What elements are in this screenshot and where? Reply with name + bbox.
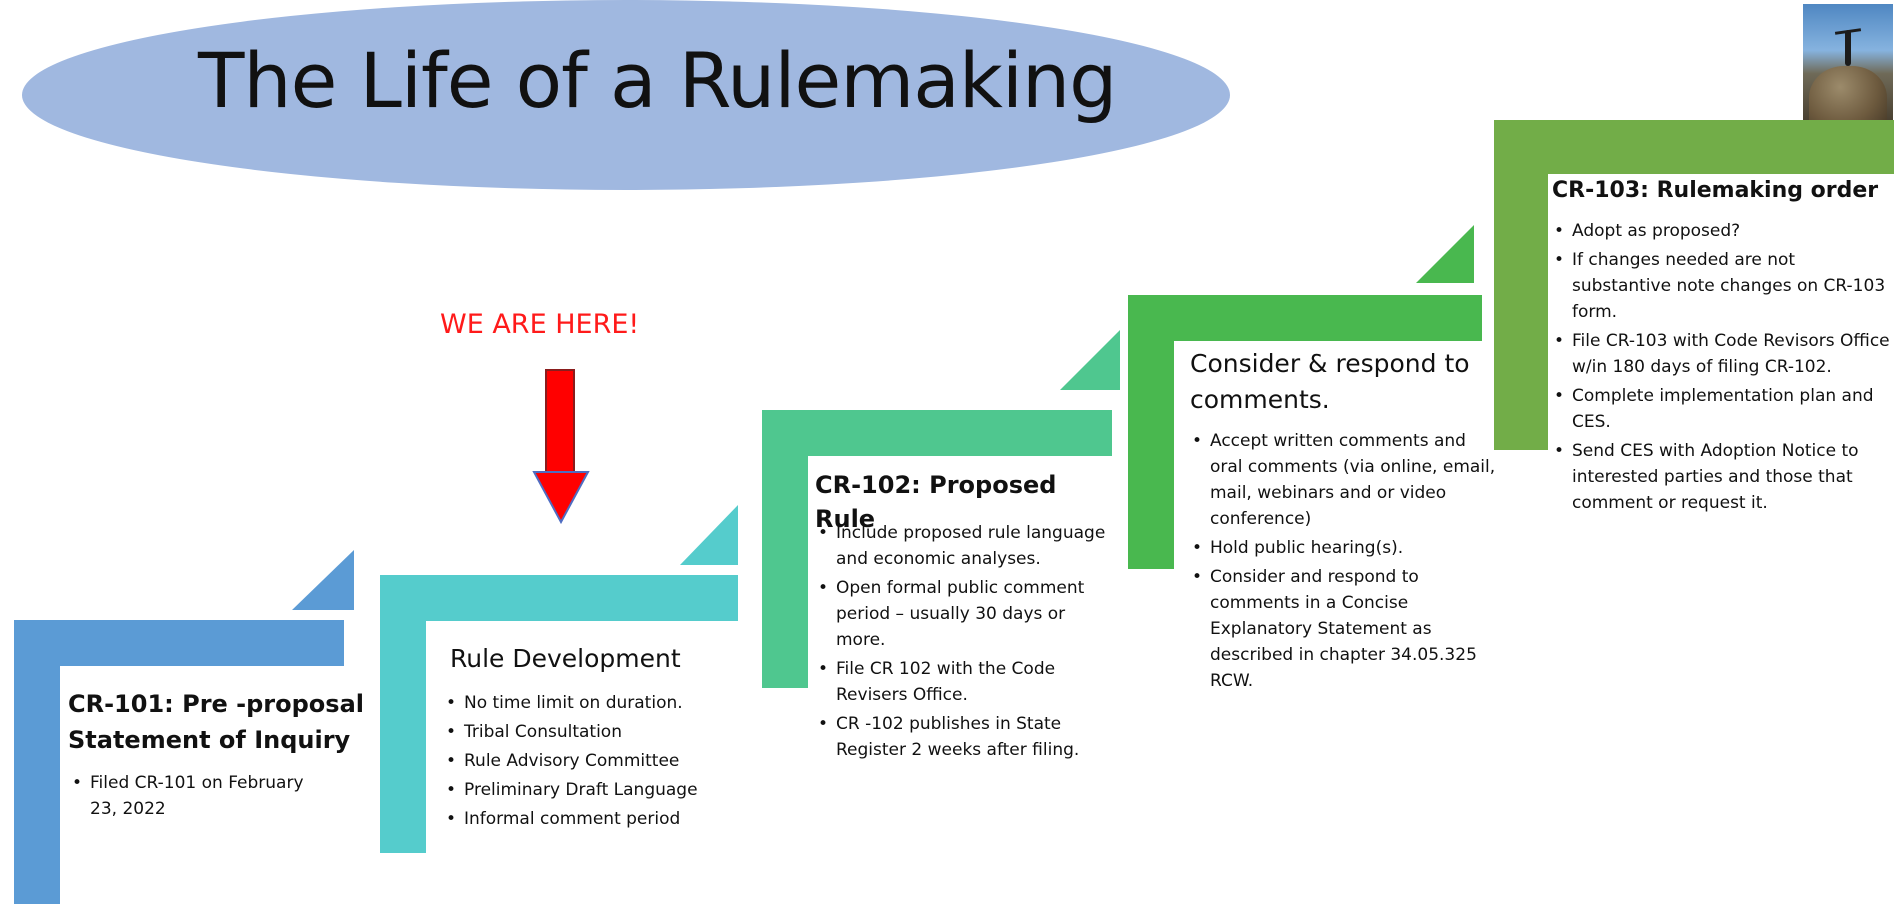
step-cr102-side-bar [762,410,808,688]
step-cr103-heading: CR-103: Rulemaking order [1552,178,1879,203]
step-cr103-bullet: Complete implementation plan and CES. [1552,383,1898,435]
photo-person [1845,30,1851,66]
step-cr103-bullet: File CR-103 with Code Revisors Office w/… [1552,328,1898,380]
step-consider-respond-arrow-tip [1416,225,1474,283]
step-rule-development-bullet: Rule Advisory Committee [444,748,730,774]
step-consider-respond-top-bar [1128,295,1482,341]
step-cr102-top-bar [762,410,1112,456]
step-cr102-bullet: CR -102 publishes in State Register 2 we… [816,711,1116,763]
step-cr102-bullet: Include proposed rule language and econo… [816,520,1116,572]
down-arrow-head [532,471,590,525]
step-rule-development-side-bar [380,575,426,853]
we-are-here-label: WE ARE HERE! [440,309,640,340]
step-rule-development-bullets: No time limit on duration. Tribal Consul… [444,690,730,835]
step-consider-respond-side-bar [1128,295,1174,569]
step-cr101-side-bar [14,620,60,904]
photo-rock [1809,66,1887,120]
step-cr103-top-bar [1494,120,1894,174]
step-cr102-bullet: File CR 102 with the Code Revisers Offic… [816,656,1116,708]
step-cr101-top-bar [14,620,344,666]
step-rule-development-bullet: Tribal Consultation [444,719,730,745]
step-cr101-heading: CR-101: Pre -proposal Statement of Inqui… [68,690,365,754]
step-cr102-bullets: Include proposed rule language and econo… [816,520,1116,766]
down-arrow-shaft [545,369,575,475]
step-rule-development-heading: Rule Development [450,644,681,673]
step-consider-respond-bullet: Consider and respond to comments in a Co… [1190,564,1496,694]
step-consider-respond-bullet: Hold public hearing(s). [1190,535,1496,561]
step-cr103-side-bar [1494,120,1548,450]
step-cr101-bullets: Filed CR-101 on February 23, 2022 [70,770,310,825]
step-cr101-bullet: Filed CR-101 on February 23, 2022 [70,770,310,822]
step-consider-respond-bullets: Accept written comments and oral comment… [1190,428,1496,697]
person-on-summit-photo [1803,4,1893,120]
step-rule-development-bullet: Informal comment period [444,806,730,832]
step-rule-development-arrow-tip [680,505,738,565]
page-title: The Life of a Rulemaking [198,36,1117,125]
step-cr103-bullet: Send CES with Adoption Notice to interes… [1552,438,1898,516]
step-cr103-bullet: If changes needed are not substantive no… [1552,247,1898,325]
step-cr103-bullet: Adopt as proposed? [1552,218,1898,244]
step-consider-respond-bullet: Accept written comments and oral comment… [1190,428,1496,532]
step-rule-development-bullet: Preliminary Draft Language [444,777,730,803]
step-cr101-arrow-tip [292,550,354,610]
down-arrow-icon [532,369,590,525]
step-cr102-arrow-tip [1060,330,1120,390]
step-consider-respond-heading: Consider & respond to comments. [1190,349,1470,414]
title-oval [22,0,1230,190]
step-rule-development-bullet: No time limit on duration. [444,690,730,716]
step-cr102-bullet: Open formal public comment period – usua… [816,575,1116,653]
step-cr103-bullets: Adopt as proposed? If changes needed are… [1552,218,1898,519]
step-rule-development-top-bar [380,575,738,621]
